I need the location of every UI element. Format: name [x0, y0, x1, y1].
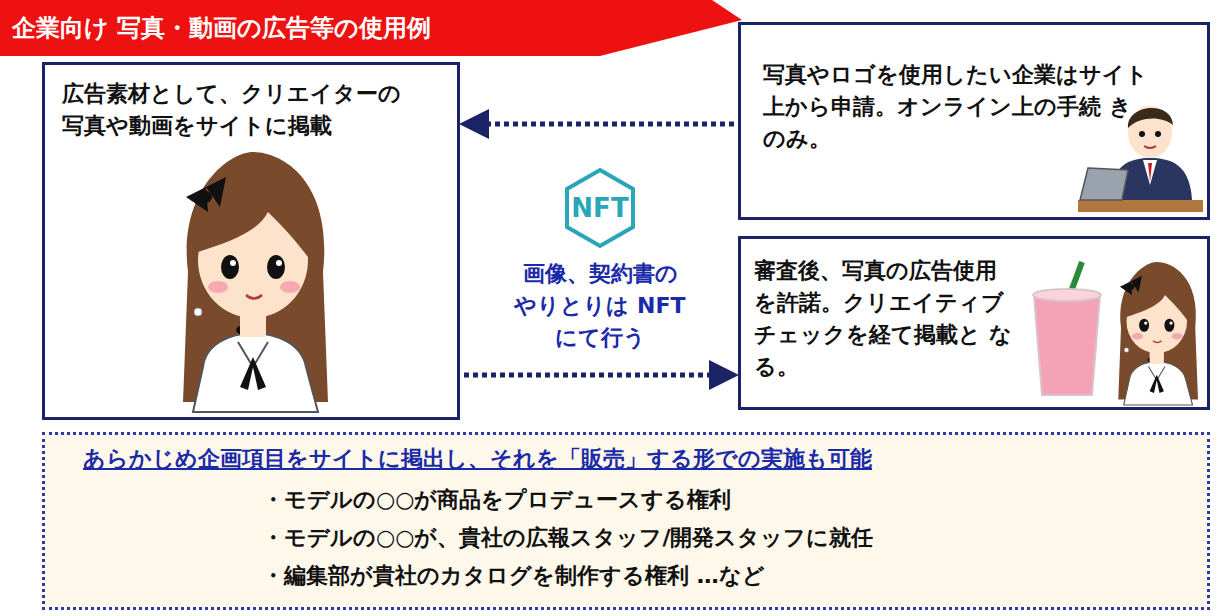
nft-logo-text: NFT	[560, 190, 640, 228]
nft-note: 画像、契約書の やりとりは NFTにて行う	[514, 258, 686, 354]
dotted-arrow	[464, 373, 734, 378]
option-box: あらかじめ企画項目をサイトに掲出し、それを「販売」する形での実施も可能・モデルの…	[42, 432, 1210, 610]
option-bullet: ・モデルの○○が商品をプロデュースする権利	[262, 481, 1162, 519]
girl-illustration	[183, 152, 328, 412]
box-text: 写真やロゴを使用したい企業はサイト 上から申請。オンライン上の手続 きのみ。	[763, 59, 1153, 155]
request-box: 写真やロゴを使用したい企業はサイト 上から申請。オンライン上の手続 きのみ。	[738, 22, 1210, 220]
approval-box: 審査後、写真の広告使用 を許諾。クリエイティブ チェックを経て掲載と なる。	[738, 236, 1210, 410]
businessman-illustration	[1078, 106, 1203, 212]
box-text: 広告素材として、クリエイターの 写真や動画をサイトに掲載	[62, 78, 407, 142]
girl-illustration	[1118, 262, 1198, 405]
content-box: 広告素材として、クリエイターの 写真や動画をサイトに掲載	[42, 62, 460, 420]
title-band	[0, 0, 742, 56]
option-bullet: ・モデルの○○が、貴社の広報スタッフ/開発スタッフに就任	[262, 519, 1162, 557]
option-heading: あらかじめ企画項目をサイトに掲出し、それを「販売」する形での実施も可能	[83, 443, 1183, 475]
box-text: 審査後、写真の広告使用 を許諾。クリエイティブ チェックを経て掲載と なる。	[754, 255, 1016, 383]
drink-illustration	[1033, 262, 1101, 395]
option-bullet: ・編集部が貴社のカタログを制作する権利 …など	[262, 557, 1162, 595]
title-text: 企業向け 写真・動画の広告等の使用例	[12, 12, 431, 44]
dotted-arrow	[464, 122, 734, 127]
